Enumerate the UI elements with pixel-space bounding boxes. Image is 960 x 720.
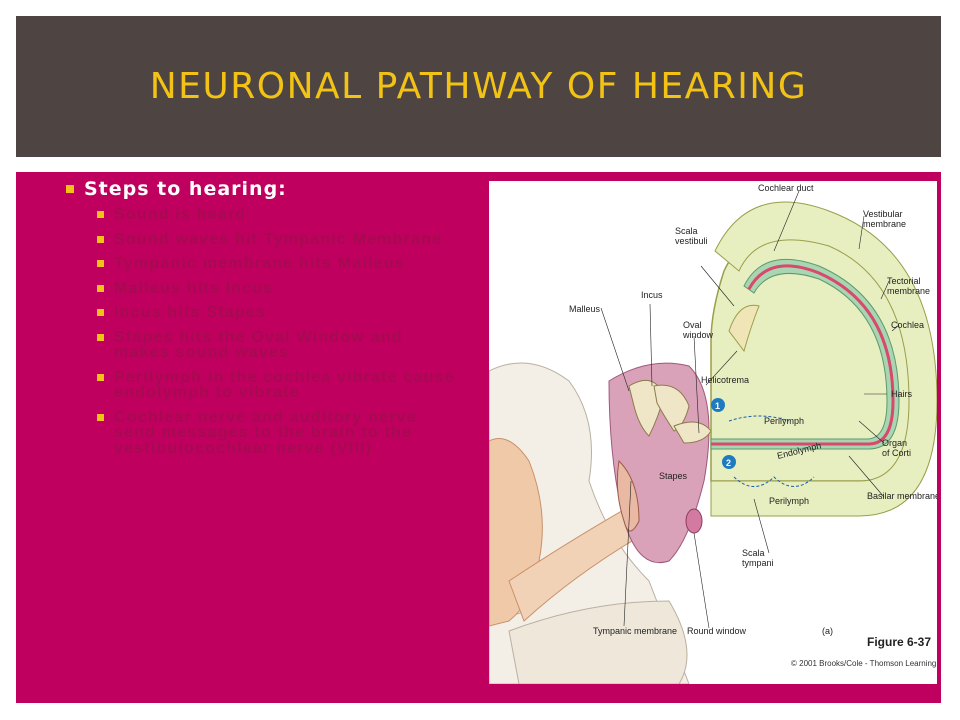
step-item: Malleus hits Incus <box>97 279 456 297</box>
label-basilar-membrane: Basilar membrane <box>867 491 937 501</box>
label-cochlea: Cochlea <box>891 320 924 330</box>
label-perilymph-top: Perilymph <box>764 416 804 426</box>
label-cochlear-duct: Cochlear duct <box>758 183 814 193</box>
step-text: Sound is heard <box>114 206 247 223</box>
title-bar: NEURONAL PATHWAY OF HEARING <box>16 16 941 157</box>
bullet-marker <box>97 373 104 381</box>
bullet-marker <box>97 413 104 421</box>
step-item: Sound waves hit Tympanic Membrane <box>97 230 456 248</box>
label-hairs: Hairs <box>891 389 913 399</box>
bullet-marker <box>97 284 104 292</box>
steps-sublist: Sound is heard Sound waves hit Tympanic … <box>66 207 456 456</box>
step-text: Incus hits Stapes <box>114 304 266 321</box>
copyright-text: © 2001 Brooks/Cole - Thomson Learning <box>791 659 936 668</box>
marker-2: 2 <box>726 458 731 468</box>
label-helicotrema: Helicotrema <box>701 375 749 385</box>
step-text: Tympanic membrane hits Malleus <box>114 255 405 272</box>
bullet-marker <box>97 211 104 218</box>
bullet-marker <box>97 260 104 267</box>
marker-1: 1 <box>715 401 720 411</box>
figure-number: Figure 6-37 <box>867 635 931 649</box>
step-text: Perilymph in the cochlea vibrate cause e… <box>114 368 455 401</box>
step-text: Sound waves hit Tympanic Membrane <box>114 230 443 248</box>
steps-heading-text: Steps to hearing: <box>84 178 287 200</box>
label-perilymph-bottom: Perilymph <box>769 496 809 506</box>
label-tympanic-membrane: Tympanic membrane <box>593 626 677 636</box>
bullet-marker <box>66 185 74 193</box>
bullet-marker <box>97 309 104 316</box>
steps-heading: Steps to hearing: <box>66 178 456 200</box>
bullet-marker <box>97 235 104 243</box>
bullet-marker <box>97 333 104 341</box>
label-malleus: Malleus <box>569 304 601 314</box>
bullet-list: Steps to hearing: Sound is heard Sound w… <box>66 178 456 465</box>
slide-title: NEURONAL PATHWAY OF HEARING <box>149 66 808 107</box>
step-item: Sound is heard <box>97 207 456 223</box>
label-stapes: Stapes <box>659 471 688 481</box>
step-text: Malleus hits Incus <box>114 279 274 297</box>
step-item: Incus hits Stapes <box>97 305 456 321</box>
step-item: Perilymph in the cochlea vibrate cause e… <box>97 368 456 401</box>
step-text: Stapes hits the Oval Window and makes so… <box>114 328 403 361</box>
step-item: Tympanic membrane hits Malleus <box>97 256 456 272</box>
step-text: Cochlear nerve and auditory nerve send m… <box>114 408 417 457</box>
label-incus: Incus <box>641 290 663 300</box>
panel-label: (a) <box>822 626 833 636</box>
step-item: Stapes hits the Oval Window and makes so… <box>97 328 456 361</box>
step-item: Cochlear nerve and auditory nerve send m… <box>97 408 456 457</box>
label-round-window: Round window <box>687 626 747 636</box>
